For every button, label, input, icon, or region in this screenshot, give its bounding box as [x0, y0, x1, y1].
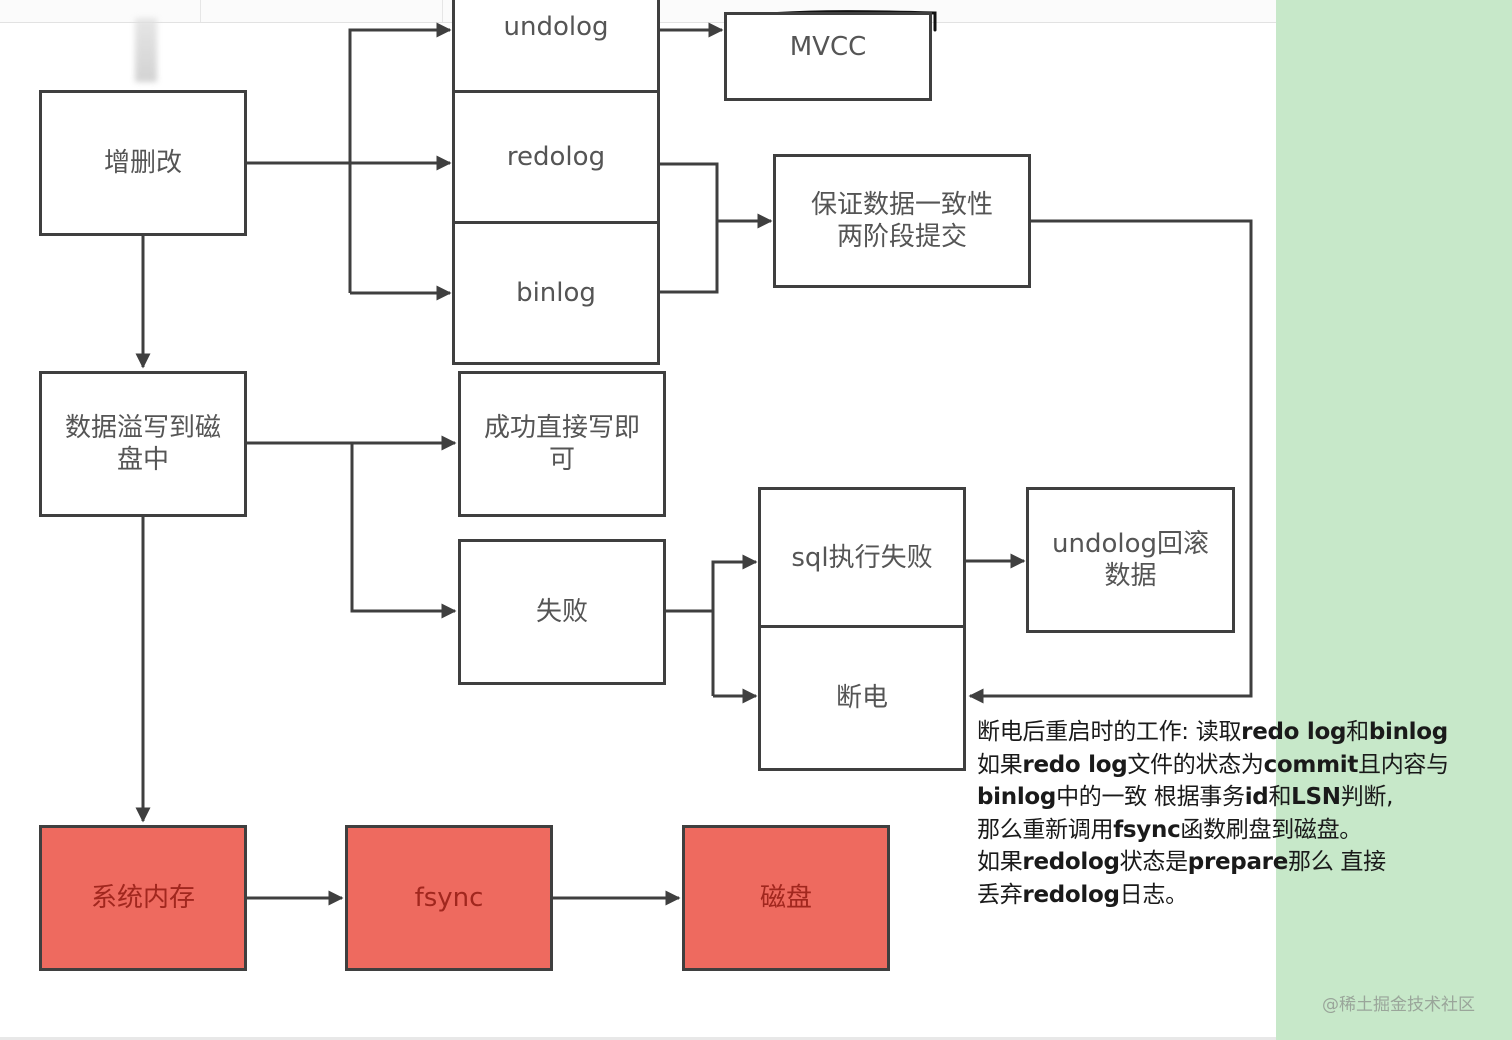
node-undolog-rollback: undolog回滚 数据	[1026, 487, 1235, 633]
node-curd: 增删改	[39, 90, 247, 236]
node-mvcc: MVCC	[724, 12, 932, 101]
note-line: 丢弃redolog日志。	[977, 881, 1188, 908]
diagram-connectors	[135, 22, 1253, 906]
node-label: 断电	[835, 683, 888, 713]
node-spill-to-disk: 数据溢写到磁 盘中	[39, 371, 247, 517]
node-sql-fail: sql执行失败	[758, 487, 966, 628]
node-fail: 失败	[458, 539, 666, 685]
node-undolog: undolog	[452, 0, 660, 93]
node-label: binlog	[516, 278, 596, 308]
blurred-artifact	[135, 18, 157, 82]
note-line: binlog中的一致 根据事务id和LSN判断,	[977, 784, 1394, 811]
note-line: 如果redolog状态是prepare那么 直接	[977, 849, 1386, 876]
node-label: sql执行失败	[791, 542, 933, 573]
node-success: 成功直接写即 可	[458, 371, 666, 517]
watermark: @稀土掘金技术社区	[1322, 995, 1475, 1015]
note-line: 那么重新调用fsync函数刷盘到磁盘。	[977, 816, 1363, 843]
node-label: 磁盘	[759, 883, 812, 913]
node-binlog: binlog	[452, 221, 660, 365]
node-redolog: redolog	[452, 90, 660, 224]
node-disk: 磁盘	[682, 825, 890, 971]
node-system-memory: 系统内存	[39, 825, 247, 971]
node-label: 成功直接写即 可	[483, 413, 640, 475]
recovery-note: 断电后重启时的工作: 读取redo log和binlog 如果redo log文…	[977, 716, 1512, 912]
node-label: MVCC	[789, 32, 867, 62]
node-label: 系统内存	[90, 883, 195, 913]
node-power-off: 断电	[758, 625, 966, 771]
side-panel	[1276, 0, 1512, 1040]
note-line: 如果redo log文件的状态为commit且内容与	[977, 751, 1449, 778]
node-label: redolog	[506, 142, 606, 172]
node-label: fsync	[414, 883, 484, 913]
bottom-divider	[0, 1037, 1276, 1040]
node-fsync: fsync	[345, 825, 553, 971]
node-label: 增删改	[103, 148, 182, 178]
note-line: 断电后重启时的工作: 读取redo log和binlog	[977, 719, 1448, 745]
node-label: 保证数据一致性 两阶段提交	[810, 190, 993, 252]
node-label: 失败	[535, 597, 588, 627]
node-consistency: 保证数据一致性 两阶段提交	[773, 154, 1031, 288]
node-label: undolog	[503, 12, 609, 42]
node-label: 数据溢写到磁 盘中	[64, 413, 221, 475]
node-label: undolog回滚 数据	[1051, 529, 1209, 591]
